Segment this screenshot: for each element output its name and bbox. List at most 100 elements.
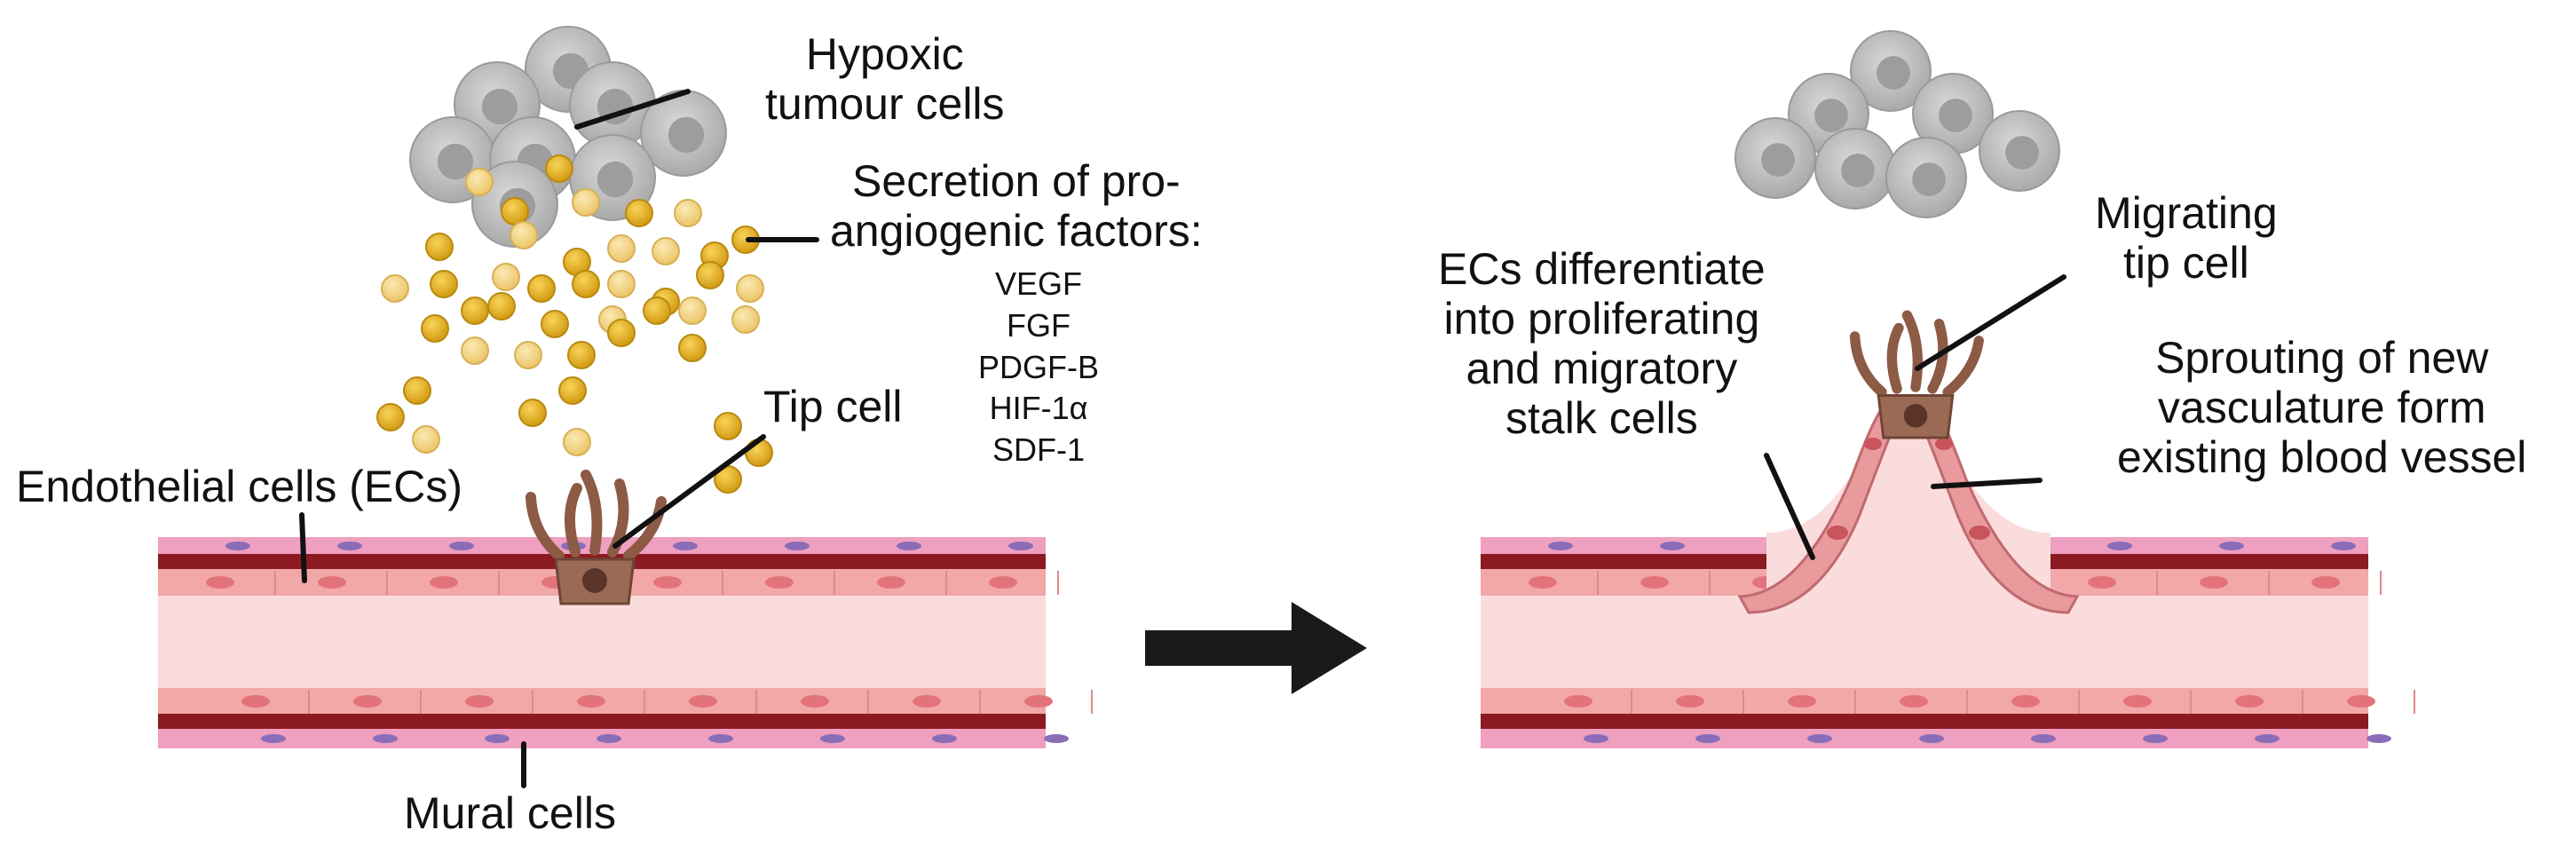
endothelial-nucleus bbox=[653, 576, 682, 589]
factor-particle bbox=[465, 168, 494, 196]
endothelial-nucleus bbox=[1788, 695, 1816, 708]
endothelial-nucleus bbox=[353, 695, 382, 708]
mural-nucleus bbox=[1548, 542, 1573, 550]
tip-cell-filopodium bbox=[1942, 336, 1984, 398]
factor-particle bbox=[558, 376, 587, 405]
factor-particle bbox=[487, 292, 516, 320]
endothelial-nucleus bbox=[1900, 695, 1928, 708]
factor-particle bbox=[518, 399, 547, 427]
tip-cell-filopodium bbox=[1849, 331, 1887, 398]
ecs-differentiate-label: ECs differentiate into proliferating and… bbox=[1438, 244, 1766, 443]
factor-particle bbox=[461, 297, 489, 325]
tip-cell-filopodium bbox=[1901, 310, 1924, 392]
label-line: existing blood vessel bbox=[2117, 432, 2527, 482]
mural-nucleus bbox=[932, 734, 957, 743]
tumour-nucleus bbox=[1841, 154, 1875, 187]
transition-arrow-icon bbox=[1145, 602, 1367, 694]
factor-particle bbox=[572, 270, 600, 298]
label-line: and migratory bbox=[1466, 344, 1738, 393]
pointer-migrating bbox=[1915, 274, 2066, 371]
pointer-sprouting bbox=[1931, 478, 2043, 489]
endothelial-nucleus bbox=[2311, 576, 2340, 589]
tumour-nucleus bbox=[1939, 99, 1972, 132]
mural-nucleus bbox=[2255, 734, 2280, 743]
mural-nucleus bbox=[1919, 734, 1944, 743]
endothelial-nucleus bbox=[877, 576, 905, 589]
factor-particle bbox=[745, 439, 773, 467]
factor-particle bbox=[736, 274, 764, 303]
mural-nucleus bbox=[485, 734, 510, 743]
endothelial-nucleus bbox=[1676, 695, 1704, 708]
tip-cell-filopodium bbox=[564, 483, 582, 558]
tumour-cells-right bbox=[1734, 30, 2060, 218]
factor-particle bbox=[731, 305, 760, 334]
mural-nucleus bbox=[373, 734, 398, 743]
mural-nucleus bbox=[1660, 542, 1685, 550]
factor-particle bbox=[381, 274, 409, 303]
factor-particle bbox=[625, 199, 653, 227]
factor-particle bbox=[678, 334, 707, 362]
factor-particle bbox=[545, 154, 573, 183]
tumour-nucleus bbox=[481, 88, 518, 125]
endothelial-nucleus bbox=[206, 576, 234, 589]
endothelial-nucleus bbox=[2123, 695, 2152, 708]
tip-cell-right bbox=[1849, 310, 1984, 439]
stalk-nucleus bbox=[1827, 526, 1848, 540]
tip-cell-filopodium bbox=[581, 470, 603, 556]
label-line: Migrating bbox=[2095, 188, 2278, 238]
factor-particle bbox=[461, 336, 489, 365]
pointer-lines bbox=[299, 89, 2066, 788]
mural-nucleus bbox=[2367, 734, 2391, 743]
tip-cell-left bbox=[525, 470, 667, 605]
mural-nucleus bbox=[1695, 734, 1720, 743]
mural-nucleus bbox=[225, 542, 250, 550]
mural-nucleus bbox=[2031, 734, 2056, 743]
basement-membrane-bottom bbox=[158, 714, 1046, 730]
factor-vegf: VEGF bbox=[994, 265, 1082, 302]
endothelial-nucleus bbox=[2235, 695, 2264, 708]
factor-particle bbox=[696, 261, 724, 289]
mural-nucleus bbox=[449, 542, 474, 550]
factor-particle bbox=[514, 341, 542, 369]
basement-membrane-bottom bbox=[1481, 714, 2368, 730]
label-line: angiogenic factors: bbox=[830, 206, 1203, 256]
endothelial-nucleus bbox=[2011, 695, 2040, 708]
pro-angiogenic-factors bbox=[376, 154, 773, 494]
tip-cell-filopodium bbox=[1927, 319, 1948, 394]
factor-pdgf-b: PDGF-B bbox=[977, 348, 1099, 385]
endothelial-nucleus bbox=[801, 695, 829, 708]
secretion-label: Secretion of pro- angiogenic factors: bbox=[830, 156, 1203, 256]
pointer-stalk bbox=[1764, 453, 1815, 560]
mural-nucleus bbox=[2143, 734, 2168, 743]
mural-nucleus bbox=[2107, 542, 2132, 550]
mural-nucleus bbox=[337, 542, 362, 550]
factor-particle bbox=[572, 188, 600, 217]
factor-list: VEGF FGF PDGF-B HIF-1α SDF-1 bbox=[968, 264, 1110, 471]
endothelial-nucleus bbox=[430, 576, 458, 589]
sprouting-label: Sprouting of new vasculature form existi… bbox=[2117, 333, 2526, 482]
tumour-nucleus bbox=[1912, 162, 1946, 196]
label-line: into proliferating bbox=[1443, 294, 1760, 344]
tumour-nucleus bbox=[597, 161, 634, 198]
factor-particle bbox=[714, 412, 742, 440]
mural-nucleus bbox=[1807, 734, 1832, 743]
label-line: Sprouting of new bbox=[2155, 333, 2489, 383]
stalk-nucleus bbox=[1935, 438, 1953, 450]
factor-hif-1a: HIF-1α bbox=[989, 390, 1088, 427]
factor-particle bbox=[421, 314, 449, 343]
pointer-endothelial bbox=[299, 512, 307, 583]
endothelial-nucleus bbox=[765, 576, 794, 589]
tumour-nucleus bbox=[1761, 143, 1795, 177]
endothelial-nucleus bbox=[1529, 576, 1557, 589]
tip-cell-filopodium bbox=[1886, 322, 1904, 394]
mural-nucleus bbox=[820, 734, 845, 743]
endothelial-cells-label: Endothelial cells (ECs) bbox=[16, 462, 462, 511]
factor-particle bbox=[376, 403, 405, 431]
endothelial-nucleus bbox=[1564, 695, 1592, 708]
tumour-nucleus bbox=[1877, 56, 1910, 90]
endothelial-nucleus bbox=[2347, 695, 2375, 708]
endothelial-nucleus bbox=[465, 695, 494, 708]
mural-nucleus bbox=[1008, 542, 1033, 550]
mural-nucleus bbox=[897, 542, 921, 550]
endothelial-nucleus bbox=[689, 695, 717, 708]
